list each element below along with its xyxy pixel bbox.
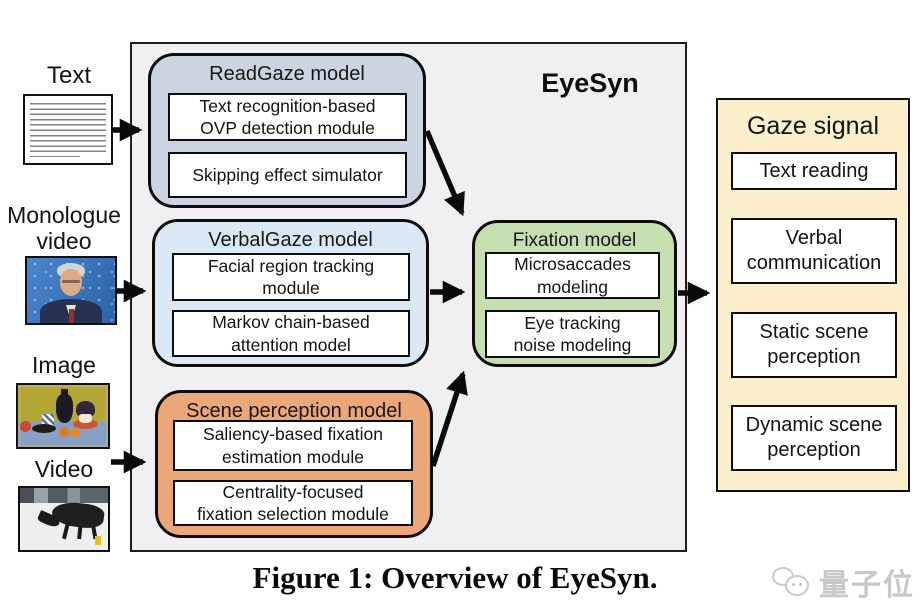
scene-perception-model-box: Scene perception model Saliency-based fi… — [155, 390, 433, 538]
saliency-fixation-estimation-module-box: Saliency-based fixation estimation modul… — [173, 420, 413, 471]
still-life-image-thumbnail — [16, 383, 110, 449]
speaker-glasses-art — [62, 280, 80, 283]
verbalgaze-model-box: VerbalGaze model Facial region tracking … — [152, 219, 429, 367]
output-verbal-communication-box: Verbal communication — [731, 218, 897, 284]
video-trees-art — [20, 488, 108, 503]
output-dynamic-scene-perception-box: Dynamic scene perception — [731, 405, 897, 471]
painting-jug-art — [76, 401, 95, 418]
painting-saucer-art — [73, 419, 98, 429]
monologue-video-thumbnail — [25, 256, 117, 325]
markov-attention-model-box: Markov chain-based attention model — [172, 310, 410, 357]
qbitai-watermark: 量子位 — [772, 558, 915, 606]
chat-bubbles-icon — [772, 565, 812, 599]
text-lines-art — [30, 103, 106, 157]
chat-bubble-front — [785, 575, 809, 596]
painting-bowl-art — [32, 424, 56, 433]
wolf-body-art — [50, 499, 106, 531]
eyesyn-system-title: EyeSyn — [541, 68, 639, 98]
facial-region-tracking-module-box: Facial region tracking module — [172, 253, 410, 301]
channel-logo-art — [95, 536, 101, 545]
output-static-scene-perception-box: Static scene perception — [731, 312, 897, 378]
text-page-thumbnail — [23, 94, 113, 165]
skipping-effect-simulator-box: Skipping effect simulator — [168, 152, 407, 198]
painting-kettle-art — [56, 389, 73, 423]
gaze-signal-box: Gaze signal Text reading Verbal communic… — [716, 98, 910, 492]
scene-perception-model-title: Scene perception model — [186, 400, 402, 422]
painting-apple-art — [20, 421, 31, 432]
readgaze-model-title: ReadGaze model — [209, 63, 365, 85]
verbalgaze-model-title: VerbalGaze model — [208, 229, 373, 251]
readgaze-model-box: ReadGaze model Text recognition-based OV… — [148, 53, 426, 208]
fixation-model-box: Fixation model Microsaccades modeling Ey… — [472, 220, 677, 367]
wolf-video-thumbnail — [18, 486, 110, 552]
speaker-tie-art — [68, 309, 74, 323]
input-label-video: Video — [34, 456, 94, 482]
painting-orange-art — [59, 427, 69, 437]
input-label-image: Image — [32, 352, 96, 378]
input-label-text: Text — [46, 62, 91, 89]
microsaccades-modeling-box: Microsaccades modeling — [485, 252, 660, 299]
output-text-reading-box: Text reading — [731, 152, 897, 190]
input-label-monologue-video: Monologue video — [7, 202, 121, 255]
ovp-detection-module-box: Text recognition-based OVP detection mod… — [168, 93, 407, 141]
watermark-text: 量子位 — [819, 569, 915, 602]
eye-tracking-noise-modeling-box: Eye tracking noise modeling — [485, 310, 660, 358]
figure-caption: Figure 1: Overview of EyeSyn. — [252, 560, 658, 595]
painting-cup-art — [79, 414, 92, 423]
bubble-eye — [792, 583, 795, 586]
gaze-signal-title: Gaze signal — [746, 112, 880, 140]
painting-orange-art — [70, 428, 80, 438]
bubble-eye — [799, 583, 802, 586]
fixation-model-title: Fixation model — [512, 230, 637, 251]
centrality-fixation-selection-module-box: Centrality-focused fixation selection mo… — [173, 480, 413, 526]
